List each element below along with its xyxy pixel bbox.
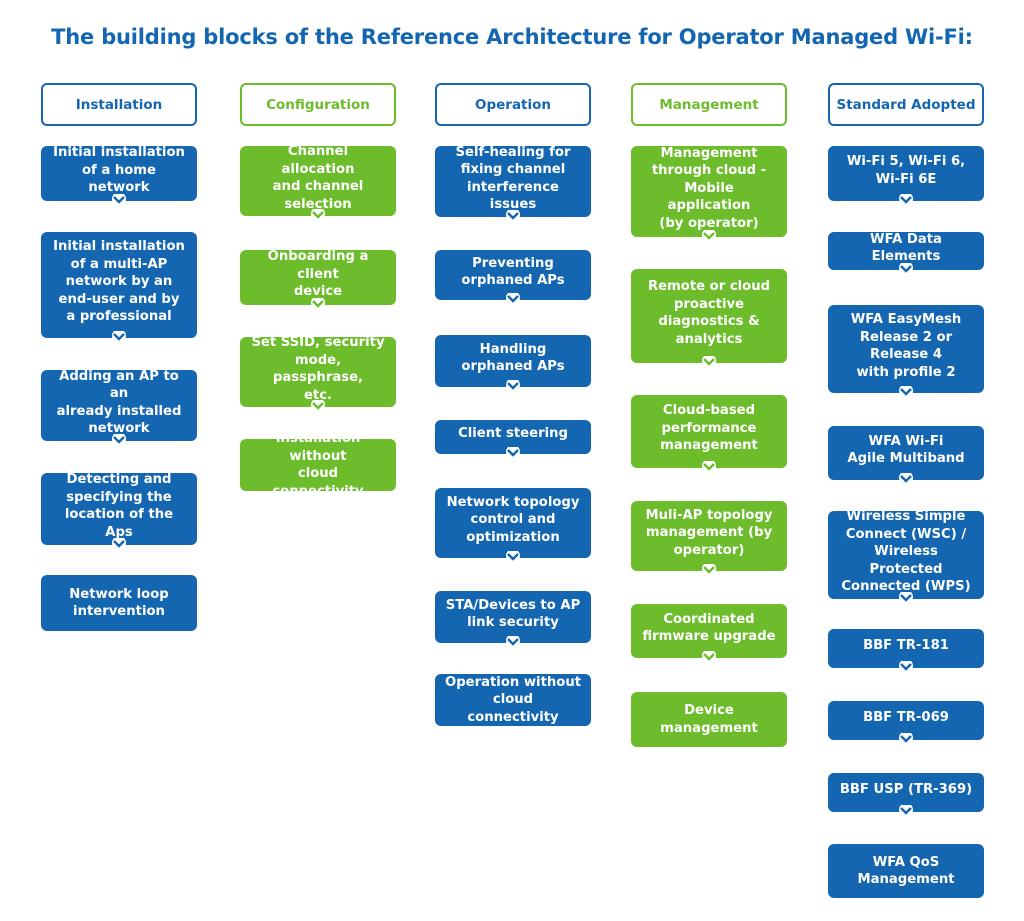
chevron-down-icon <box>504 293 522 305</box>
block-label: BBF TR-069 <box>863 709 949 725</box>
block-sta-link-security: STA/Devices to AP link security <box>435 591 591 648</box>
block-client-steering: Client steering <box>435 420 591 459</box>
block-label: STA/Devices to AP link security <box>445 597 581 631</box>
block-label: Remote or cloud proactive diagnostics & … <box>647 279 771 347</box>
block-label: Cloud-based performance management <box>660 403 758 454</box>
block-firmware-upgrade: Coordinated firmware upgrade <box>631 604 787 663</box>
block-label: WFA Data Elements <box>870 231 942 265</box>
chevron-down-icon <box>897 263 915 275</box>
block-self-healing: Self-healing for fixing channel interfer… <box>435 144 591 222</box>
column-standard-adopted: Standard Adopted Wi-Fi 5, Wi-Fi 6, Wi-Fi… <box>828 83 984 898</box>
block-wfa-data-elements: WFA Data Elements <box>828 231 984 275</box>
chevron-down-icon <box>897 661 915 673</box>
block-initial-installation-home: Initial installation of a home network <box>41 145 197 206</box>
chevron-down-icon <box>700 651 718 663</box>
chevron-down-icon <box>110 194 128 206</box>
block-bbf-tr-069: BBF TR-069 <box>828 701 984 745</box>
block-label: Operation without cloud connectivity <box>445 674 582 725</box>
chevron-down-icon <box>700 461 718 473</box>
block-bbf-tr-181: BBF TR-181 <box>828 629 984 673</box>
chevron-down-icon <box>897 194 915 206</box>
block-label: Wireless Simple Connect (WSC) / Wireless… <box>841 509 971 595</box>
header-operation: Operation <box>435 83 591 126</box>
block-remote-diagnostics: Remote or cloud proactive diagnostics & … <box>631 269 787 368</box>
block-label: BBF TR-181 <box>863 637 949 653</box>
block-channel-allocation: Channel allocation and channel selection <box>240 144 396 221</box>
block-label: Preventing orphaned APs <box>461 255 565 289</box>
block-wfa-agile-multiband: WFA Wi-Fi Agile Multiband <box>828 426 984 485</box>
block-installation-no-cloud: Installation without cloud connectivity <box>240 431 396 499</box>
block-label: WFA QoS Management <box>857 854 955 888</box>
chevron-down-icon <box>700 230 718 242</box>
chevron-down-icon <box>700 356 718 368</box>
chevron-down-icon <box>504 210 522 222</box>
block-label: Detecting and specifying the location of… <box>64 472 174 540</box>
block-label: WFA EasyMesh Release 2 or Release 4 with… <box>850 312 962 380</box>
chevron-down-icon <box>110 331 128 343</box>
block-management-cloud: Management through cloud - Mobile applic… <box>631 145 787 242</box>
block-label: WFA Wi-Fi Agile Multiband <box>847 433 965 467</box>
chevron-down-icon <box>897 592 915 604</box>
block-label: Management through cloud - Mobile applic… <box>651 145 767 231</box>
block-label: Device management <box>660 703 758 736</box>
block-preventing-orphaned: Preventing orphaned APs <box>435 250 591 305</box>
block-label: Network topology control and optimizatio… <box>446 494 580 545</box>
header-standard-adopted: Standard Adopted <box>828 83 984 126</box>
block-onboarding-client: Onboarding a client device <box>240 249 396 310</box>
chevron-down-icon <box>309 400 327 412</box>
block-label: Wi-Fi 5, Wi-Fi 6, Wi-Fi 6E <box>846 154 966 187</box>
block-label: Network loop intervention <box>69 586 169 620</box>
chevron-down-icon <box>897 805 915 817</box>
block-label: Initial installation of a multi-AP netwo… <box>53 239 185 325</box>
block-label: Self-healing for fixing channel interfer… <box>455 144 571 213</box>
block-bbf-usp: BBF USP (TR-369) <box>828 773 984 817</box>
column-operation: Operation Self-healing for fixing channe… <box>435 83 591 726</box>
block-wifi-versions: Wi-Fi 5, Wi-Fi 6, Wi-Fi 6E <box>828 146 984 206</box>
block-adding-ap: Adding an AP to an already installed net… <box>41 368 197 446</box>
block-wfa-qos: WFA QoS Management <box>828 844 984 898</box>
block-label: BBF USP (TR-369) <box>839 781 973 797</box>
block-set-ssid: Set SSID, security mode, passphrase, etc… <box>240 335 396 412</box>
column-configuration: Configuration Channel allocation and cha… <box>240 83 396 499</box>
block-label: Client steering <box>458 426 568 442</box>
block-device-management: Device management <box>631 692 787 747</box>
chevron-down-icon <box>897 473 915 485</box>
block-network-loop: Network loop intervention <box>41 575 197 631</box>
chevron-down-icon <box>110 538 128 550</box>
column-installation: Installation Initial installation of a h… <box>41 83 197 631</box>
header-installation: Installation <box>41 83 197 126</box>
block-multi-ap-topology: Muli-AP topology management (by operator… <box>631 501 787 576</box>
chevron-down-icon <box>504 636 522 648</box>
block-label: Muli-AP topology management (by operator… <box>645 507 773 558</box>
block-handling-orphaned: Handling orphaned APs <box>435 335 591 392</box>
header-management: Management <box>631 83 787 126</box>
chevron-down-icon <box>110 434 128 446</box>
block-label: Onboarding a client device <box>267 249 369 300</box>
chevron-down-icon <box>700 564 718 576</box>
chevron-down-icon <box>309 298 327 310</box>
block-label: Channel allocation and channel selection <box>272 144 364 212</box>
block-label: Handling orphaned APs <box>461 341 565 375</box>
chevron-down-icon <box>504 447 522 459</box>
chevron-down-icon <box>897 386 915 398</box>
chevron-down-icon <box>504 551 522 563</box>
block-label: Adding an AP to an already installed net… <box>56 368 182 437</box>
chevron-down-icon <box>309 209 327 221</box>
block-label: Installation without cloud connectivity <box>272 431 364 499</box>
block-label: Initial installation of a home network <box>53 145 185 196</box>
block-wsc-wps: Wireless Simple Connect (WSC) / Wireless… <box>828 509 984 604</box>
header-configuration: Configuration <box>240 83 396 126</box>
column-management: Management Management through cloud - Mo… <box>631 83 787 747</box>
block-initial-installation-multi-ap: Initial installation of a multi-AP netwo… <box>41 232 197 343</box>
block-label: Set SSID, security mode, passphrase, etc… <box>251 335 385 403</box>
block-network-topology: Network topology control and optimizatio… <box>435 488 591 563</box>
block-detecting-location: Detecting and specifying the location of… <box>41 472 197 550</box>
page-title: The building blocks of the Reference Arc… <box>51 25 973 49</box>
block-wfa-easymesh: WFA EasyMesh Release 2 or Release 4 with… <box>828 305 984 398</box>
block-label: Coordinated firmware upgrade <box>642 611 776 645</box>
block-operation-no-cloud: Operation without cloud connectivity <box>435 674 591 726</box>
chevron-down-icon <box>504 380 522 392</box>
chevron-down-icon <box>897 733 915 745</box>
block-cloud-performance: Cloud-based performance management <box>631 395 787 473</box>
